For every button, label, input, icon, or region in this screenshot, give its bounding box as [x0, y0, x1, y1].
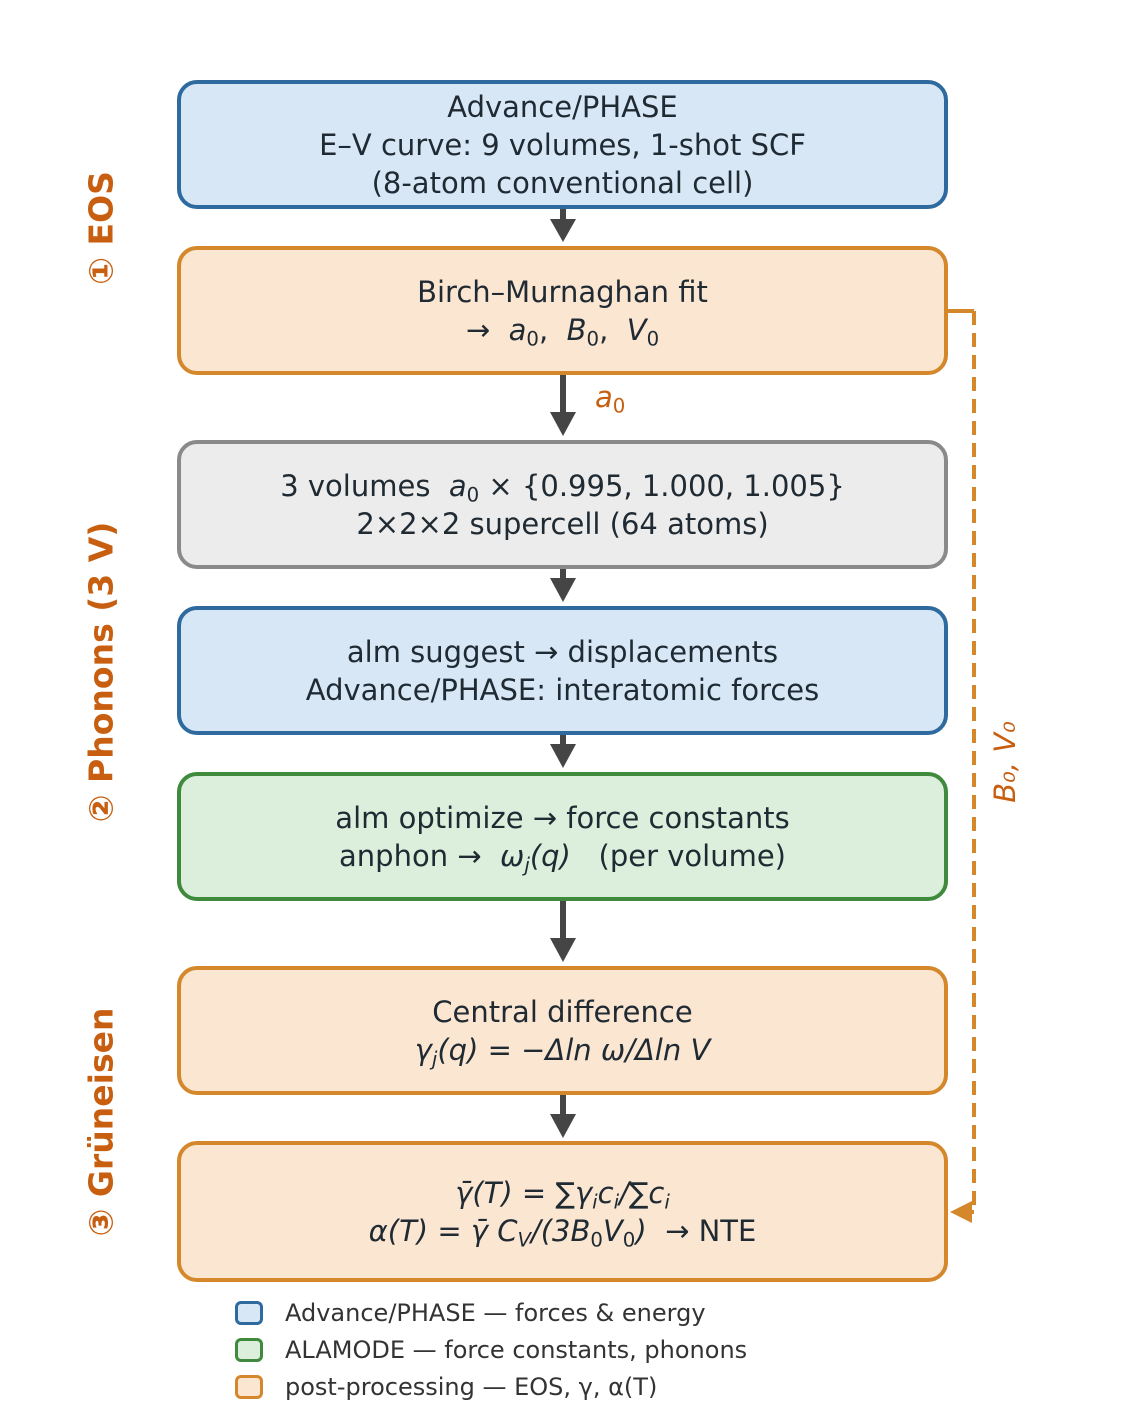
legend-item-advance-phase: Advance/PHASE — forces & energy: [235, 1298, 706, 1328]
annotation-a0: a0: [595, 380, 626, 418]
arrowhead-birch-to-volumes: [550, 412, 576, 436]
central-line2: γj(q) = −Δln ω/Δln V: [414, 1032, 711, 1071]
arrowhead-ev-to-birch: [550, 219, 576, 242]
box-ev-curve: Advance/PHASE E–V curve: 9 volumes, 1-sh…: [177, 80, 948, 209]
ev-curve-line1: Advance/PHASE: [447, 89, 678, 124]
legend-label: Advance/PHASE — forces & energy: [285, 1299, 706, 1327]
legend-swatch-blue: [235, 1301, 263, 1325]
volumes-line2: 2×2×2 supercell (64 atoms): [356, 506, 769, 541]
volumes-line1: 3 volumes a0 × {0.995, 1.000, 1.005}: [280, 468, 845, 507]
box-volumes: 3 volumes a0 × {0.995, 1.000, 1.005} 2×2…: [177, 440, 948, 569]
alm-suggest-line2: Advance/PHASE: interatomic forces: [305, 672, 820, 707]
central-line1: Central difference: [432, 994, 693, 1029]
annotation-b0-v0: B₀, V₀: [988, 721, 1022, 803]
box-alm-suggest: alm suggest → displacements Advance/PHAS…: [177, 606, 948, 735]
ev-curve-line3: (8-atom conventional cell): [371, 165, 754, 200]
arrowhead-volumes-to-suggest: [550, 578, 576, 602]
legend-swatch-orange: [235, 1375, 263, 1399]
final-line2: α(T) = γ̄ CV/(3B0V0) → NTE: [368, 1213, 757, 1252]
arrowhead-central-to-final: [550, 1114, 576, 1138]
birch-line2: → a0, B0, V0: [465, 312, 660, 351]
box-central-difference: Central difference γj(q) = −Δln ω/Δln V: [177, 966, 948, 1095]
legend-label: post-processing — EOS, γ, α(T): [285, 1373, 658, 1401]
arrowhead-optimize-to-central: [550, 938, 576, 962]
legend-item-alamode: ALAMODE — force constants, phonons: [235, 1335, 747, 1365]
box-alm-optimize: alm optimize → force constants anphon → …: [177, 772, 948, 901]
arrowhead-suggest-to-optimize: [550, 744, 576, 768]
box-thermal-expansion: γ̄(T) = ∑γici/∑ci α(T) = γ̄ CV/(3B0V0) →…: [177, 1141, 948, 1282]
box-birch-murnaghan: Birch–Murnaghan fit → a0, B0, V0: [177, 246, 948, 375]
legend-label: ALAMODE — force constants, phonons: [285, 1336, 748, 1364]
legend-item-post-processing: post-processing — EOS, γ, α(T): [235, 1372, 657, 1402]
alm-suggest-line1: alm suggest → displacements: [346, 634, 779, 669]
alm-optimize-line2: anphon → ωj(q) (per volume): [339, 838, 786, 877]
final-line1: γ̄(T) = ∑γici/∑ci: [455, 1175, 670, 1214]
ev-curve-line2: E–V curve: 9 volumes, 1-shot SCF: [319, 127, 806, 162]
dashed-arrowhead: [950, 1201, 972, 1223]
legend-swatch-green: [235, 1338, 263, 1362]
birch-line1: Birch–Murnaghan fit: [417, 274, 708, 309]
alm-optimize-line1: alm optimize → force constants: [335, 800, 790, 835]
